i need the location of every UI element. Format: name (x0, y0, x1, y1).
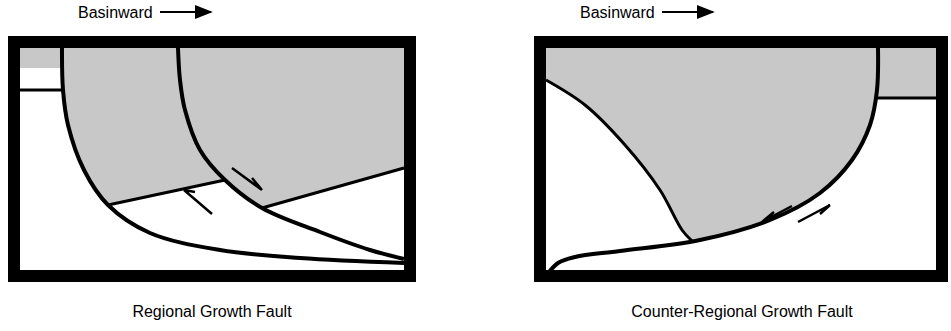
direction-arrow (662, 11, 713, 13)
direction-label: Basinward (580, 3, 655, 22)
bedding-line (108, 180, 225, 205)
bedding-line (546, 80, 692, 241)
bedding-line (262, 168, 404, 208)
fault-line (546, 48, 878, 276)
counter-regional-panel (540, 42, 942, 276)
fault-line (178, 48, 404, 259)
slip-arrow (762, 206, 792, 222)
bedding-line (877, 97, 936, 100)
panel-border (540, 42, 942, 276)
panel-caption: Counter-Regional Growth Fault (631, 302, 852, 321)
slip-arrow (232, 168, 262, 190)
panel-border (14, 42, 410, 276)
panel-caption: Regional Growth Fault (132, 302, 291, 321)
direction-label: Basinward (78, 3, 153, 22)
direction-arrow (160, 11, 211, 13)
grey-strip (876, 48, 936, 98)
fault-line (62, 48, 404, 263)
regional-panel (14, 42, 410, 276)
basin-fill (546, 48, 878, 241)
slip-arrow (798, 205, 830, 222)
bedding-line (20, 89, 63, 92)
slip-arrow (184, 190, 212, 214)
